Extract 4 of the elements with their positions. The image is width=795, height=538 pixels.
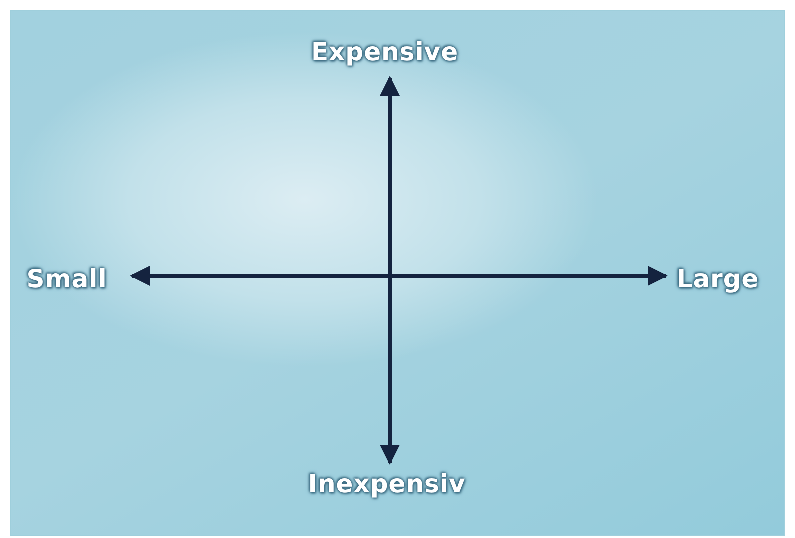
axis-label: Expensive [311,38,459,66]
axis-label: Small [26,264,108,294]
axis-label: Large [676,264,760,294]
axis-label: Inexpensiv [308,470,466,498]
